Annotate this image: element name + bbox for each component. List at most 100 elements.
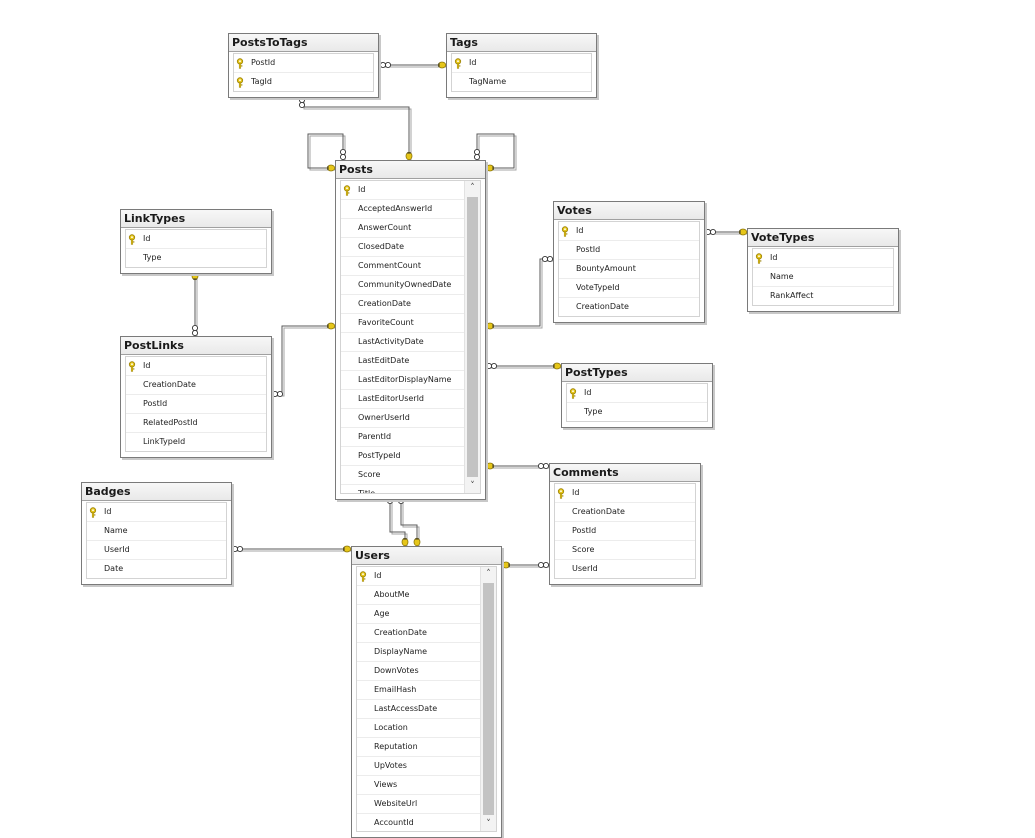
column-row[interactable]: AccountId [357, 814, 480, 831]
column-row[interactable]: RankAffect [753, 287, 893, 305]
column-row[interactable]: Score [341, 466, 464, 485]
column-row[interactable]: Type [126, 249, 266, 267]
column-row[interactable]: OwnerUserId [341, 409, 464, 428]
table-title[interactable]: Badges [82, 483, 231, 501]
column-row[interactable]: AcceptedAnswerId [341, 200, 464, 219]
column-row[interactable]: PostId [234, 54, 373, 73]
column-row[interactable]: PostId [126, 395, 266, 414]
column-name: BountyAmount [576, 264, 636, 273]
column-row[interactable]: WebsiteUrl [357, 795, 480, 814]
column-row[interactable]: CreationDate [559, 298, 699, 316]
table-title[interactable]: PostsToTags [229, 34, 378, 52]
column-row[interactable]: Id [555, 484, 695, 503]
column-row[interactable]: PostTypeId [341, 447, 464, 466]
column-row[interactable]: Id [357, 567, 480, 586]
column-row[interactable]: Name [753, 268, 893, 287]
many-end-icon [276, 390, 284, 398]
column-row[interactable]: RelatedPostId [126, 414, 266, 433]
column-row[interactable]: Type [567, 403, 707, 421]
column-row[interactable]: Id [126, 357, 266, 376]
column-row[interactable]: EmailHash [357, 681, 480, 700]
scroll-up-arrow-icon[interactable]: ˄ [470, 183, 475, 193]
column-row[interactable]: CommentCount [341, 257, 464, 276]
scroll-down-arrow-icon[interactable]: ˅ [470, 481, 475, 491]
column-row[interactable]: DownVotes [357, 662, 480, 681]
column-row[interactable]: LastEditorDisplayName [341, 371, 464, 390]
column-row[interactable]: TagId [234, 73, 373, 91]
column-row[interactable]: Location [357, 719, 480, 738]
column-row[interactable]: UserId [555, 560, 695, 578]
column-row[interactable]: TagName [452, 73, 591, 91]
vertical-scrollbar[interactable]: ˄˅ [480, 567, 496, 831]
column-row[interactable]: CreationDate [357, 624, 480, 643]
column-row[interactable]: Name [87, 522, 226, 541]
column-row[interactable]: AboutMe [357, 586, 480, 605]
column-row[interactable]: VoteTypeId [559, 279, 699, 298]
column-row[interactable]: CreationDate [555, 503, 695, 522]
column-row[interactable]: Id [126, 230, 266, 249]
column-row[interactable]: CreationDate [126, 376, 266, 395]
column-row[interactable]: Id [559, 222, 699, 241]
scroll-thumb[interactable] [483, 583, 494, 815]
table-title[interactable]: Comments [550, 464, 700, 482]
column-row[interactable]: LastAccessDate [357, 700, 480, 719]
column-row[interactable]: LastEditorUserId [341, 390, 464, 409]
vertical-scrollbar[interactable]: ˄˅ [464, 181, 480, 493]
column-row[interactable]: Score [555, 541, 695, 560]
column-name: ParentId [358, 432, 392, 441]
scroll-down-arrow-icon[interactable]: ˅ [486, 819, 491, 829]
column-row[interactable]: Title [341, 485, 464, 493]
column-row[interactable]: UpVotes [357, 757, 480, 776]
column-name: Id [584, 388, 592, 397]
scroll-thumb[interactable] [467, 197, 478, 477]
column-row[interactable]: AnswerCount [341, 219, 464, 238]
table-title[interactable]: PostTypes [562, 364, 712, 382]
column-row[interactable]: PostId [555, 522, 695, 541]
table-title[interactable]: LinkTypes [121, 210, 271, 228]
column-row[interactable]: Id [87, 503, 226, 522]
column-row[interactable]: CreationDate [341, 295, 464, 314]
table-title[interactable]: Users [352, 547, 501, 565]
column-row[interactable]: Views [357, 776, 480, 795]
column-name: EmailHash [374, 685, 417, 694]
table-title[interactable]: Posts [336, 161, 485, 179]
column-row[interactable]: Id [452, 54, 591, 73]
column-row[interactable]: Id [341, 181, 464, 200]
column-row[interactable]: BountyAmount [559, 260, 699, 279]
table-title[interactable]: PostLinks [121, 337, 271, 355]
column-row[interactable]: LastActivityDate [341, 333, 464, 352]
table-title[interactable]: VoteTypes [748, 229, 898, 247]
column-row[interactable]: PostId [559, 241, 699, 260]
column-row[interactable]: UserId [87, 541, 226, 560]
column-row[interactable]: ParentId [341, 428, 464, 447]
column-row[interactable]: Id [753, 249, 893, 268]
column-name: LastActivityDate [358, 337, 424, 346]
column-row[interactable]: CommunityOwnedDate [341, 276, 464, 295]
relationship-line-postlinks-posts [272, 325, 335, 395]
column-row[interactable]: LastEditDate [341, 352, 464, 371]
column-row[interactable]: Reputation [357, 738, 480, 757]
column-row[interactable]: DisplayName [357, 643, 480, 662]
column-row[interactable]: Id [567, 384, 707, 403]
table-title[interactable]: Votes [554, 202, 704, 220]
column-row[interactable]: LinkTypeId [126, 433, 266, 451]
scroll-up-arrow-icon[interactable]: ˄ [486, 569, 491, 579]
column-row[interactable]: ClosedDate [341, 238, 464, 257]
column-row[interactable]: FavoriteCount [341, 314, 464, 333]
column-row[interactable]: Age [357, 605, 480, 624]
table-title[interactable]: Tags [447, 34, 596, 52]
column-name: TagId [251, 77, 272, 86]
column-row[interactable]: Date [87, 560, 226, 578]
